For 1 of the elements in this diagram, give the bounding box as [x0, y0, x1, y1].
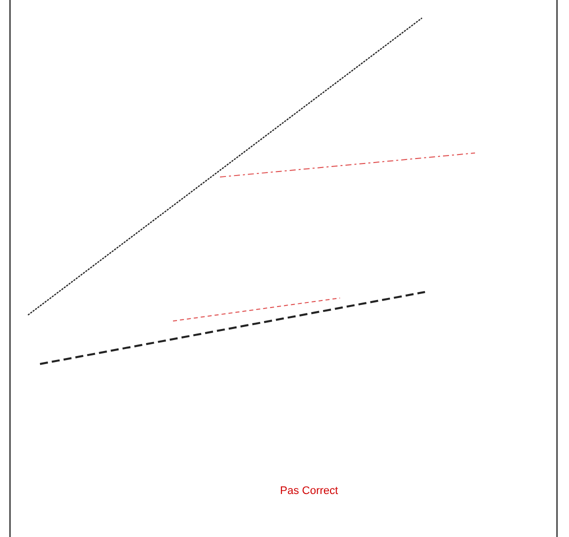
note-text: Pas Correct — [280, 485, 338, 497]
